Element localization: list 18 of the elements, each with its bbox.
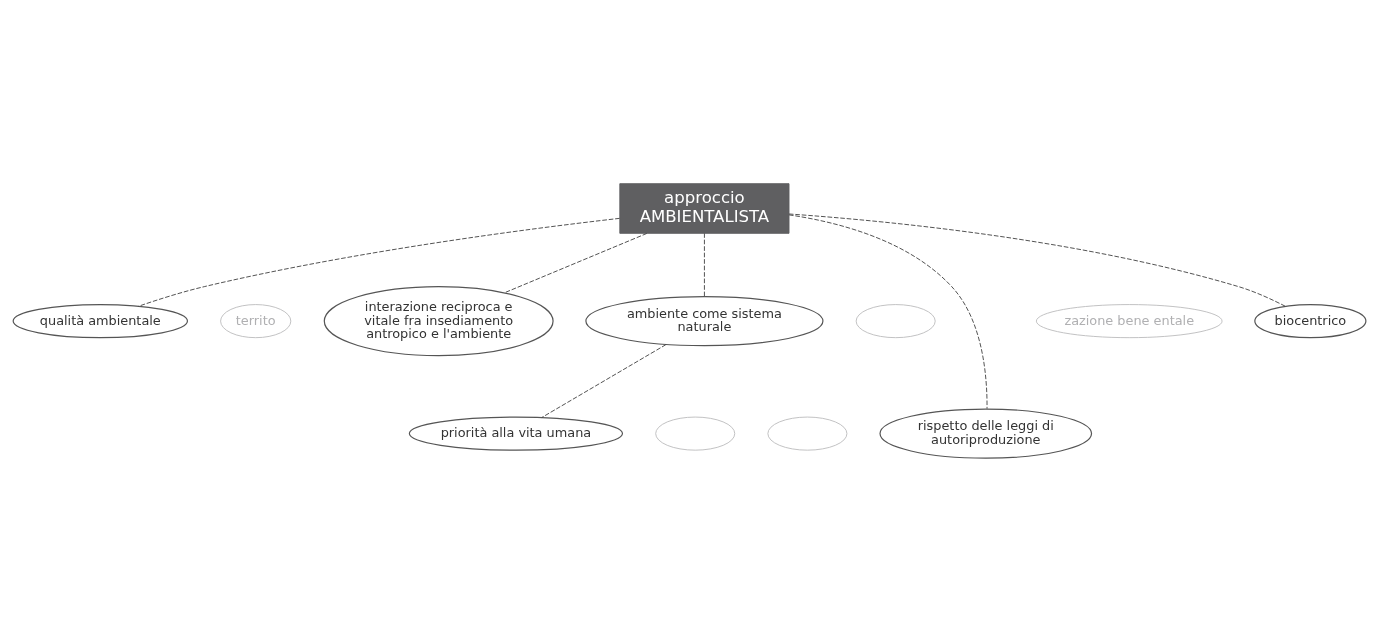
node-ellipse: interazione reciproca e vitale fra insediamento antropico e l'ambiente <box>323 286 554 357</box>
node-ellipse: priorità alla vita umana <box>408 416 624 451</box>
connector <box>503 233 648 294</box>
connector <box>541 344 667 418</box>
node-ellipse <box>655 416 736 451</box>
node-ellipse: ambiente come sistema naturale <box>585 295 824 347</box>
connector <box>788 213 1286 307</box>
connector <box>138 217 620 307</box>
node-ellipse: biocentrico <box>1254 303 1367 339</box>
node-ellipse: territo <box>220 304 292 339</box>
node-ellipse: rispetto delle leggi di autoriproduzione <box>879 408 1093 459</box>
node-ellipse: zazione bene entale <box>1035 304 1223 339</box>
node-ellipse <box>767 416 848 451</box>
node-ellipse: qualità ambientale <box>12 303 189 339</box>
node-ellipse <box>855 304 936 339</box>
connector <box>703 233 705 297</box>
node-box: approccio AMBIENTALISTA <box>619 183 790 234</box>
connector <box>788 214 988 410</box>
